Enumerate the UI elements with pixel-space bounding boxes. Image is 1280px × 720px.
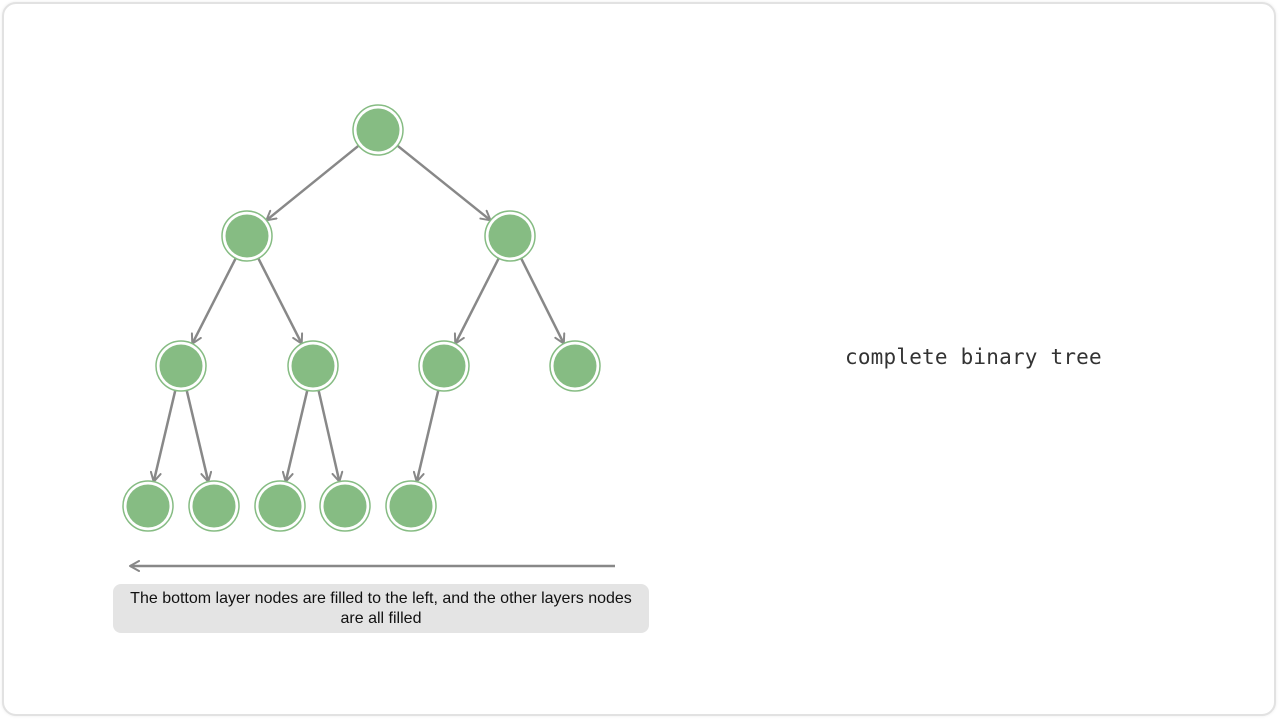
tree-edge [265, 144, 360, 222]
caption-text: The bottom layer nodes are filled to the… [130, 589, 632, 627]
tree-node [418, 340, 470, 392]
tree-edge [396, 144, 492, 222]
tree-edge [281, 390, 309, 483]
tree-edge [185, 390, 213, 483]
tree-edge [520, 257, 566, 345]
tree-edge [149, 390, 177, 483]
tree-node [155, 340, 207, 392]
tree-node [484, 210, 536, 262]
tree-node [287, 340, 339, 392]
tree-node [319, 480, 371, 532]
tree-node [385, 480, 437, 532]
tree-edge [453, 257, 500, 345]
tree-node [188, 480, 240, 532]
tree-edge [317, 390, 344, 483]
tree-node [221, 210, 273, 262]
tree-edge [412, 390, 440, 483]
tree-node [352, 104, 404, 156]
diagram-label: complete binary tree [845, 345, 1102, 369]
tree-edge [190, 257, 237, 345]
tree-node [122, 480, 174, 532]
tree-edge [257, 257, 304, 345]
tree-node [254, 480, 306, 532]
caption-box: The bottom layer nodes are filled to the… [113, 584, 649, 633]
tree-node [549, 340, 601, 392]
